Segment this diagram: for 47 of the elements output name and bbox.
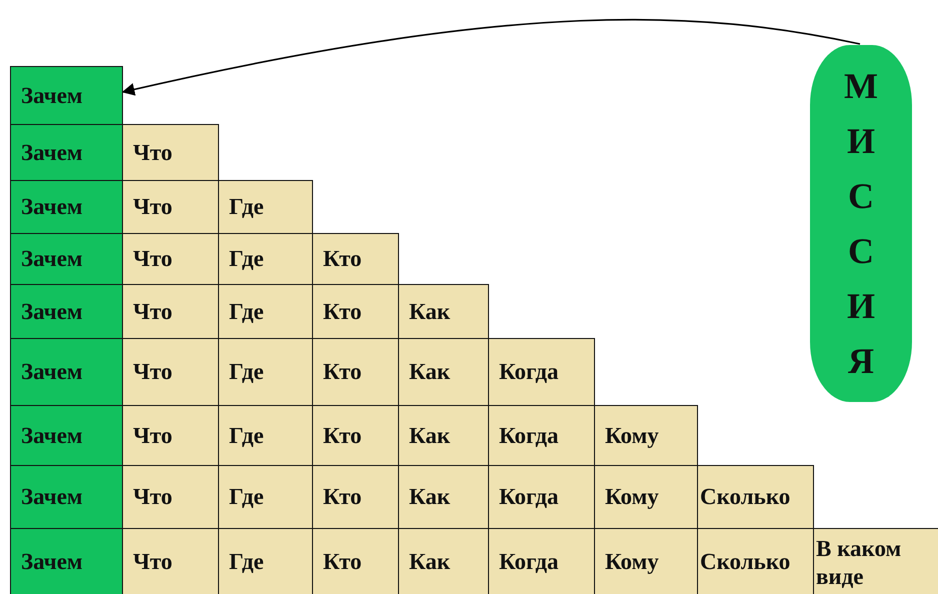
table-cell: Как xyxy=(398,338,489,406)
table-cell: Где xyxy=(218,233,313,285)
table-cell: Как xyxy=(398,528,489,594)
table-cell: Кто xyxy=(312,284,399,339)
table-cell: Кому xyxy=(594,405,698,466)
table-cell: Где xyxy=(218,528,313,594)
table-cell: Что xyxy=(122,405,219,466)
table-cell: Кто xyxy=(312,405,399,466)
table-cell: Сколько xyxy=(697,528,814,594)
table-cell: Где xyxy=(218,338,313,406)
table-cell: Сколько xyxy=(697,465,814,529)
table-cell: Где xyxy=(218,180,313,234)
table-cell: Что xyxy=(122,528,219,594)
table-cell: Зачем xyxy=(10,284,123,339)
table-cell: Зачем xyxy=(10,124,123,181)
table-cell: Зачем xyxy=(10,233,123,285)
table-cell: Что xyxy=(122,124,219,181)
table-cell: Зачем xyxy=(10,528,123,594)
table-cell: Где xyxy=(218,284,313,339)
table-cell: Кто xyxy=(312,338,399,406)
table-cell: Зачем xyxy=(10,180,123,234)
table-cell: Как xyxy=(398,405,489,466)
table-cell: Кто xyxy=(312,465,399,529)
table-cell: Как xyxy=(398,284,489,339)
table-cell: Что xyxy=(122,233,219,285)
table-cell: Кому xyxy=(594,528,698,594)
arrow xyxy=(122,18,860,96)
table-cell: Кому xyxy=(594,465,698,529)
table-cell: Кто xyxy=(312,233,399,285)
table-cell: Зачем xyxy=(10,338,123,406)
table-cell: Когда xyxy=(488,405,595,466)
table-cell: Зачем xyxy=(10,66,123,125)
table-cell: Кто xyxy=(312,528,399,594)
vertical-label: М И С С И Я xyxy=(843,64,879,382)
table-cell: Зачем xyxy=(10,405,123,466)
table-cell: Что xyxy=(122,180,219,234)
table-cell: Где xyxy=(218,405,313,466)
table-cell: Зачем xyxy=(10,465,123,529)
table-cell: В каком виде xyxy=(813,528,938,594)
table-cell: Когда xyxy=(488,528,595,594)
table-cell: Что xyxy=(122,465,219,529)
table-cell: Когда xyxy=(488,465,595,529)
table-cell: Где xyxy=(218,465,313,529)
table-cell: Как xyxy=(398,465,489,529)
table-cell: Когда xyxy=(488,338,595,406)
table-cell: Что xyxy=(122,284,219,339)
table-cell: Что xyxy=(122,338,219,406)
